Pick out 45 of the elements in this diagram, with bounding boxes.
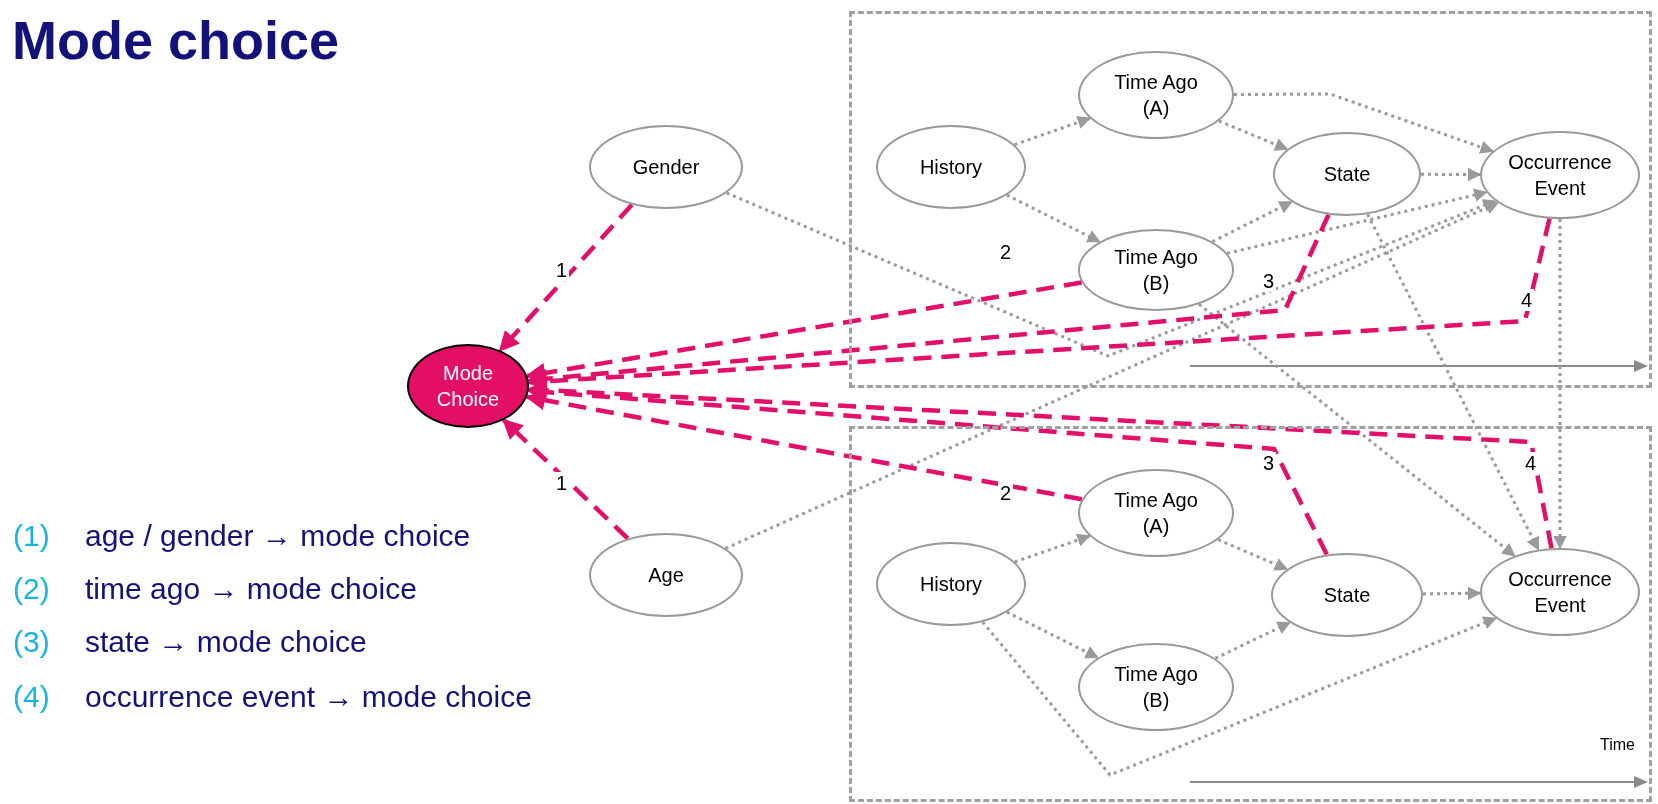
edge-label: 4	[1519, 289, 1535, 311]
ellipse-node: Time Ago (A)	[1078, 469, 1234, 557]
arrow	[1422, 586, 1482, 600]
list-number: (1)	[13, 518, 50, 554]
ellipse-node: History	[876, 542, 1026, 626]
list-item: occurrence event → mode choice	[85, 679, 532, 715]
ellipse-node: Time Ago (B)	[1078, 643, 1234, 731]
arrow	[1217, 538, 1289, 571]
arrow	[1214, 621, 1291, 660]
dashed-frame	[849, 11, 1652, 388]
list-item: time ago → mode choice	[85, 571, 417, 607]
arrow	[1014, 115, 1092, 147]
arrow	[1553, 219, 1567, 550]
arrow	[1211, 200, 1293, 244]
list-number: (2)	[13, 571, 50, 607]
arrow	[1197, 303, 1516, 557]
ellipse-node: Time Ago (B)	[1078, 229, 1234, 311]
arrow	[1006, 610, 1099, 660]
list-number: (3)	[13, 624, 50, 660]
title: Mode choice	[12, 9, 340, 72]
list-number: (4)	[13, 679, 50, 715]
dashed-frame	[849, 426, 1652, 802]
ellipse-node: State	[1271, 553, 1423, 637]
arrow	[726, 191, 1497, 358]
axis-label: Time	[1600, 735, 1635, 755]
ellipse-node: Occurrence Event	[1480, 548, 1640, 636]
arrow	[502, 418, 630, 541]
arrow	[1014, 533, 1091, 564]
arrow	[1218, 119, 1289, 151]
arrow	[1421, 167, 1482, 182]
list-item: state → mode choice	[85, 624, 367, 660]
ellipse-node: Gender	[589, 125, 743, 209]
arrow	[724, 201, 1500, 550]
ellipse-node: History	[876, 125, 1026, 209]
ellipse-node: Occurrence Event	[1480, 131, 1640, 219]
arrow	[498, 203, 634, 352]
list-item: age / gender → mode choice	[85, 518, 471, 554]
ellipse-node: State	[1273, 132, 1421, 216]
highlighted-ellipse: Mode Choice	[407, 344, 529, 428]
ellipse-node: Time Ago (A)	[1078, 51, 1234, 139]
ellipse-node: Age	[589, 533, 743, 617]
arrow	[981, 616, 1497, 777]
arrow	[1234, 92, 1494, 154]
arrow	[1006, 193, 1101, 244]
arrow	[1366, 213, 1540, 551]
